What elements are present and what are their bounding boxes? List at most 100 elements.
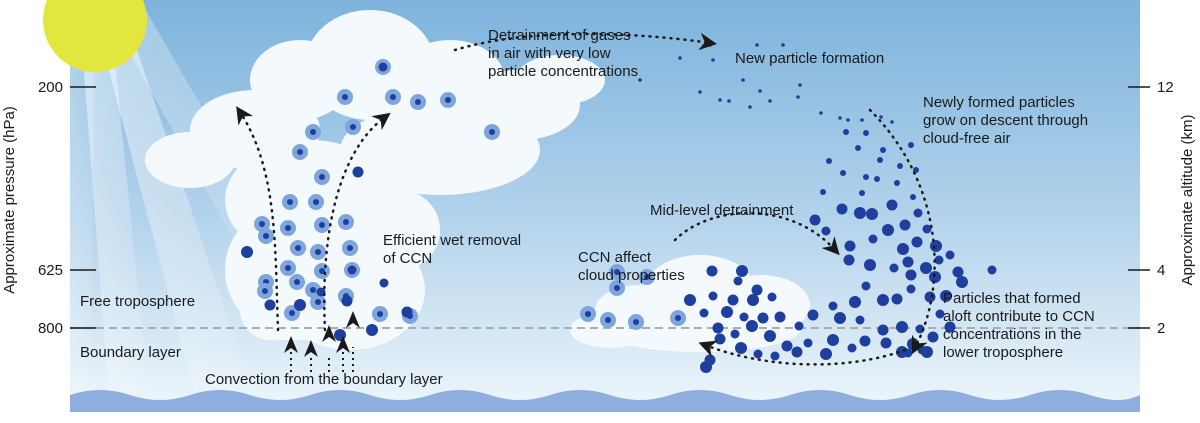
particle: [820, 348, 832, 360]
halo-particle-core: [445, 97, 451, 103]
particle: [706, 265, 718, 277]
halo-particle-core: [310, 129, 316, 135]
halo-particle-core: [310, 287, 316, 293]
particle: [736, 265, 748, 277]
particle: [727, 294, 739, 306]
halo-particle-core: [633, 319, 639, 325]
particle: [819, 111, 823, 115]
particle: [843, 129, 849, 135]
particle: [868, 234, 878, 244]
particle: [846, 118, 850, 122]
particle: [897, 163, 903, 169]
particle: [844, 240, 856, 252]
halo-particle-core: [489, 129, 495, 135]
halo-particle-core: [347, 245, 353, 251]
particle: [751, 284, 763, 296]
particle: [708, 291, 718, 301]
mid-level-detrainment-label: Mid-level detrainment: [650, 202, 794, 219]
particle: [899, 219, 911, 231]
particle: [781, 43, 785, 47]
detrainment-gases-label: Detrainment of gases in air with very lo…: [488, 27, 638, 80]
particle: [774, 311, 786, 323]
particle: [863, 130, 869, 136]
particle: [796, 95, 800, 99]
right-axis-title: Approximate altitude (km): [1179, 115, 1196, 286]
particle: [791, 346, 803, 358]
particle: [809, 214, 821, 226]
halo-particle-core: [614, 285, 620, 291]
particle: [807, 309, 819, 321]
arrow-updraft-left: [236, 106, 280, 332]
particle: [378, 62, 388, 72]
particle: [735, 342, 747, 354]
arrow-to-low-cloud: [698, 340, 907, 366]
halo-particle-core: [259, 221, 265, 227]
particle: [366, 324, 378, 336]
convection-arrows: [284, 311, 360, 372]
particle: [820, 189, 826, 195]
particle: [294, 299, 306, 311]
particle: [902, 256, 914, 268]
particle: [896, 321, 908, 333]
particle: [908, 142, 914, 148]
particle: [861, 281, 871, 291]
particle: [863, 174, 869, 180]
particle: [747, 294, 759, 306]
particle: [241, 246, 253, 258]
left-axis-title: Approximate pressure (hPa): [1, 106, 18, 294]
particle: [843, 254, 855, 266]
particle: [698, 90, 702, 94]
particle: [714, 333, 726, 345]
particle: [753, 349, 763, 359]
particle: [859, 335, 871, 347]
particle: [866, 208, 878, 220]
left-axis: [70, 86, 96, 329]
particle: [678, 56, 682, 60]
halo-particle-core: [350, 124, 356, 130]
halo-particle-core: [319, 222, 325, 228]
particle: [748, 105, 752, 109]
left-tick-200: 200: [38, 79, 63, 96]
particle: [730, 329, 740, 339]
halo-particles: [254, 59, 686, 330]
halo-particle-core: [297, 149, 303, 155]
convection-label: Convection from the boundary layer: [205, 371, 443, 388]
particle: [874, 176, 880, 182]
solid-particles: [241, 43, 997, 373]
halo-particle-core: [295, 245, 301, 251]
particle: [708, 43, 712, 47]
wet-removal-label: Efficient wet removal of CCN: [383, 232, 525, 267]
particle: [879, 115, 883, 119]
particle: [877, 294, 889, 306]
halo-particle-core: [315, 249, 321, 255]
particle: [952, 266, 964, 278]
particle: [911, 236, 923, 248]
halo-particle-core: [675, 315, 681, 321]
arrow-mid-level: [673, 211, 840, 256]
particle: [890, 120, 894, 124]
particle: [840, 170, 846, 176]
halo-particle-core: [605, 317, 611, 323]
particle: [727, 99, 731, 103]
particle: [920, 262, 932, 274]
new-particle-formation-label: New particle formation: [735, 50, 884, 67]
left-tick-625: 625: [38, 262, 63, 279]
particle: [798, 83, 802, 87]
halo-particle-core: [313, 199, 319, 205]
right-tick-12: 12: [1157, 79, 1174, 96]
particle: [910, 194, 916, 200]
particle: [827, 334, 839, 346]
particle: [347, 265, 357, 275]
free-troposphere-label: Free troposphere: [80, 293, 195, 310]
particle: [834, 312, 846, 324]
particle: [781, 340, 793, 352]
halo-particle-core: [294, 279, 300, 285]
particle: [341, 295, 353, 307]
halo-particle-core: [415, 99, 421, 105]
particle: [934, 255, 944, 265]
particle: [721, 306, 733, 318]
halo-particle-core: [287, 199, 293, 205]
boundary-layer-label: Boundary layer: [80, 344, 181, 361]
process-arrows: [236, 32, 936, 366]
